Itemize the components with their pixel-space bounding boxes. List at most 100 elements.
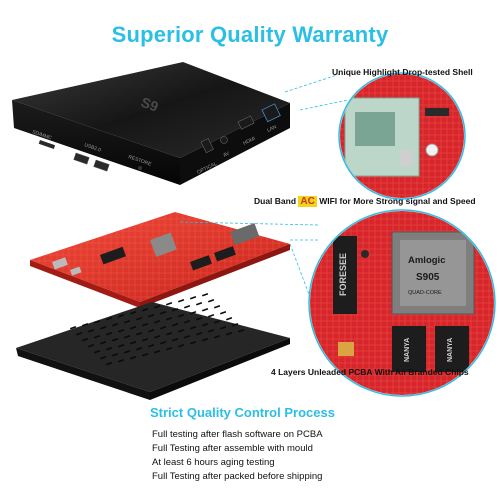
vent-slot (214, 320, 221, 324)
vent-slot (214, 335, 221, 339)
av-port (220, 136, 228, 144)
nanya-chip-1 (392, 326, 426, 372)
vent-slot (76, 332, 83, 336)
vent-slot (118, 329, 125, 333)
restore-button (138, 166, 142, 170)
vent-slot (172, 338, 179, 342)
vent-slot (118, 344, 125, 348)
vent-slot (136, 332, 143, 336)
vent-slot (226, 332, 233, 336)
vent-slot (178, 344, 185, 348)
usb-label: USB2.0 (83, 142, 101, 153)
vent-slot (208, 299, 215, 303)
vent-slot (87, 329, 95, 333)
crystal (338, 342, 354, 356)
callout-wifi-pre: Dual Band (254, 196, 297, 206)
pcb-board (30, 212, 290, 308)
callout-pcba: 4 Layers Unleaded PCBA With All Branded … (271, 367, 469, 377)
vent-slot (112, 323, 119, 327)
vent-slot (202, 323, 209, 327)
vent-slot (106, 332, 113, 336)
vent-slot (123, 335, 131, 339)
via (361, 250, 369, 258)
vent-slot (237, 329, 245, 333)
soc-chip (150, 232, 177, 257)
vent-slot (106, 317, 113, 321)
vent-slot (136, 317, 143, 321)
vent-slot (214, 305, 221, 309)
vent-slot (184, 335, 191, 339)
vent-grid (70, 293, 245, 366)
amlogic-brand: Amlogic (408, 255, 445, 266)
vent-slot (172, 308, 179, 312)
vent-slot (118, 314, 125, 318)
vent-slot (154, 335, 161, 339)
ram-chip-2 (214, 246, 236, 262)
vent-slot (142, 338, 149, 342)
vent-slot (87, 344, 95, 348)
vent-slot (178, 314, 185, 318)
vent-slot (106, 347, 113, 351)
vent-slot (154, 305, 161, 309)
vent-slot (70, 326, 77, 330)
qc-item: Full testing after flash software on PCB… (152, 429, 323, 440)
vent-slot (159, 326, 167, 330)
vent-slot (130, 341, 137, 345)
soc-zoom-circle: FORESEE Amlogic S905 QUAD-CORE NANYA NAN… (308, 209, 496, 397)
vent-slot (220, 311, 227, 315)
vent-slot (178, 329, 185, 333)
box-logo: S9 (139, 94, 161, 115)
av-label: AV (222, 150, 231, 158)
wifi-zoom-circle (338, 72, 466, 200)
vent-slot (231, 323, 239, 327)
lan-port (261, 103, 281, 123)
vent-slot (82, 323, 89, 327)
vent-slot (202, 338, 209, 342)
vent-slot (202, 308, 209, 312)
vent-slot (118, 359, 125, 363)
lan-label: LAN (266, 124, 278, 134)
vent-slot (184, 305, 191, 309)
vent-slot (130, 356, 137, 360)
wifi-module (230, 223, 260, 246)
vent-slot (159, 341, 167, 345)
callout-shell: Unique Highlight Drop-tested Shell (332, 67, 473, 77)
vent-slot (220, 326, 227, 330)
qc-item: At least 6 hours aging testing (152, 457, 275, 468)
vent-slot (154, 320, 161, 324)
wifi-chip (355, 112, 395, 146)
optical-port (200, 138, 214, 154)
vent-slot (142, 323, 149, 327)
vent-slot (148, 329, 155, 333)
ram-chip-1 (190, 255, 212, 271)
vent-slot (93, 350, 101, 354)
vent-slot (142, 308, 149, 312)
vent-slot (82, 338, 89, 342)
vent-slot (165, 302, 173, 306)
foresee-chip (333, 236, 357, 314)
sd-slot (38, 140, 56, 149)
vent-slot (207, 329, 215, 333)
vent-slot (159, 311, 167, 315)
hdmi-label: HDMI (242, 136, 256, 147)
vent-slot (99, 341, 107, 345)
vent-slot (189, 311, 197, 315)
nanya-label-2: NANYA (447, 338, 454, 362)
vent-slot (130, 311, 137, 315)
vent-slot (196, 302, 203, 306)
vent-slot (189, 296, 197, 300)
foresee-label: FORESEE (338, 253, 348, 296)
vent-slot (208, 314, 215, 318)
tv-box: S9 SD/MMC USB2.0 RESTORE OPTICAL AV HDMI… (12, 62, 290, 185)
bottom-shell (16, 293, 290, 400)
card-slot (69, 266, 82, 276)
qc-item: Full Testing after assemble with mould (152, 443, 313, 454)
vent-slot (148, 344, 155, 348)
amlogic-model: S905 (416, 272, 440, 283)
vent-slot (142, 353, 149, 357)
usb-connector (52, 257, 68, 270)
vent-slot (106, 362, 113, 366)
vent-slot (178, 299, 185, 303)
vent-slot (226, 317, 233, 321)
vent-slot (99, 356, 107, 360)
